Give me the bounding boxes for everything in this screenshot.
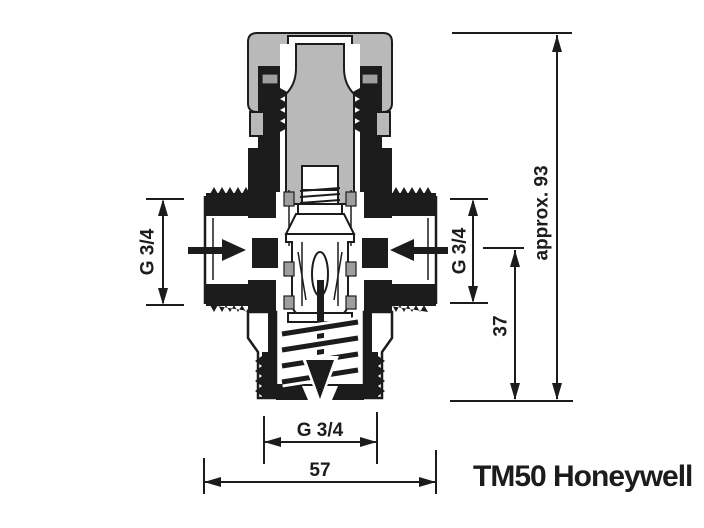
arrowhead-left-icon — [204, 477, 221, 487]
dimension-left-port: G 3/4 — [138, 198, 184, 306]
thermostatic-cartridge — [283, 165, 357, 323]
right-port-thread-top — [384, 187, 432, 194]
arrowhead-right-icon — [419, 477, 436, 487]
flow-arrows — [188, 239, 448, 404]
right-port-thread-bottom — [384, 305, 428, 312]
cap-skirt-left — [249, 111, 265, 137]
arrowhead-down-icon — [510, 383, 520, 400]
arrowhead-up-icon — [552, 35, 562, 52]
left-port-bottom-wall — [206, 284, 266, 306]
arrowhead-right-icon — [360, 437, 377, 447]
bottom-port-thread-left — [255, 356, 262, 396]
dimension-37: 37 — [483, 247, 524, 400]
seal-upper-right — [345, 191, 357, 207]
arrowhead-up-icon — [468, 199, 478, 216]
dimension-overall-height: approx. 93 — [450, 32, 573, 402]
spindle-thread-2 — [299, 193, 341, 198]
bottom-port-wall-left — [262, 352, 276, 398]
product-label: TM50 Honeywell — [473, 460, 692, 493]
dimension-right-port: G 3/4 — [450, 198, 488, 304]
left-port-thread-top — [210, 187, 258, 194]
arrowhead-up-icon — [510, 250, 520, 267]
valve-seat-right — [362, 238, 388, 268]
arrowhead-down-icon — [552, 383, 562, 400]
right-port-bottom-wall — [374, 284, 436, 306]
arrowhead-left-icon — [264, 437, 281, 447]
seal-lower-right — [345, 295, 357, 310]
arrowhead-down-icon — [158, 288, 168, 305]
right-port-thread-label: G 3/4 — [450, 227, 471, 274]
arrowhead-down-icon — [468, 286, 478, 303]
bottom-port-wall-right — [364, 352, 378, 398]
overall-height-label: approx. 93 — [532, 165, 553, 260]
seal-lower-left — [283, 295, 295, 310]
seal-upper-left — [283, 191, 295, 207]
spring-housing-wall-left — [268, 312, 276, 356]
inlet-left-arrow-shaft — [188, 247, 222, 254]
left-port-thread-bottom — [210, 305, 254, 312]
valve-cross-section — [188, 32, 448, 404]
dimension-body-width: 57 — [203, 450, 437, 494]
seal-mid-right — [345, 261, 357, 277]
cartridge-cone-left — [297, 251, 307, 301]
cap-seal-right — [361, 73, 379, 85]
arrowhead-up-icon — [158, 199, 168, 216]
right-port-top-wall — [374, 193, 436, 216]
spring-housing-wall-right — [364, 312, 372, 356]
valve-body — [203, 148, 438, 400]
inlet-right-arrow-shaft — [414, 247, 448, 254]
body-width-label: 57 — [309, 460, 330, 481]
spring-coil-2 — [281, 335, 359, 353]
cap-skirt-right — [375, 111, 391, 137]
cap-thread-left — [280, 88, 290, 132]
seal-mid-left — [283, 261, 295, 277]
inlet-left-arrow-head — [222, 239, 246, 261]
cartridge-cone-right — [333, 251, 343, 301]
dimension-bottom-port: G 3/4 — [263, 412, 378, 464]
bottom-port-thread-right — [378, 356, 385, 396]
cap-thread-right — [350, 88, 360, 132]
outlet-flow-arrow-shaft — [317, 280, 324, 362]
spring-coil-1 — [281, 319, 359, 337]
outlet-flow-arrow-head — [306, 360, 334, 399]
outlet-to-axis-label: 37 — [491, 315, 512, 336]
valve-seat-left — [252, 238, 278, 268]
spindle-thread-1 — [299, 187, 341, 192]
cartridge-collar — [297, 203, 343, 215]
cartridge-dome — [284, 213, 356, 235]
spindle-thread-3 — [299, 199, 341, 204]
inlet-right-arrow-head — [390, 239, 414, 261]
cap-seal-left — [261, 73, 279, 85]
left-port-top-wall — [206, 193, 266, 216]
bottom-port-thread-label: G 3/4 — [297, 420, 344, 441]
spindle-stem — [301, 165, 339, 191]
left-port-thread-label: G 3/4 — [138, 228, 159, 275]
